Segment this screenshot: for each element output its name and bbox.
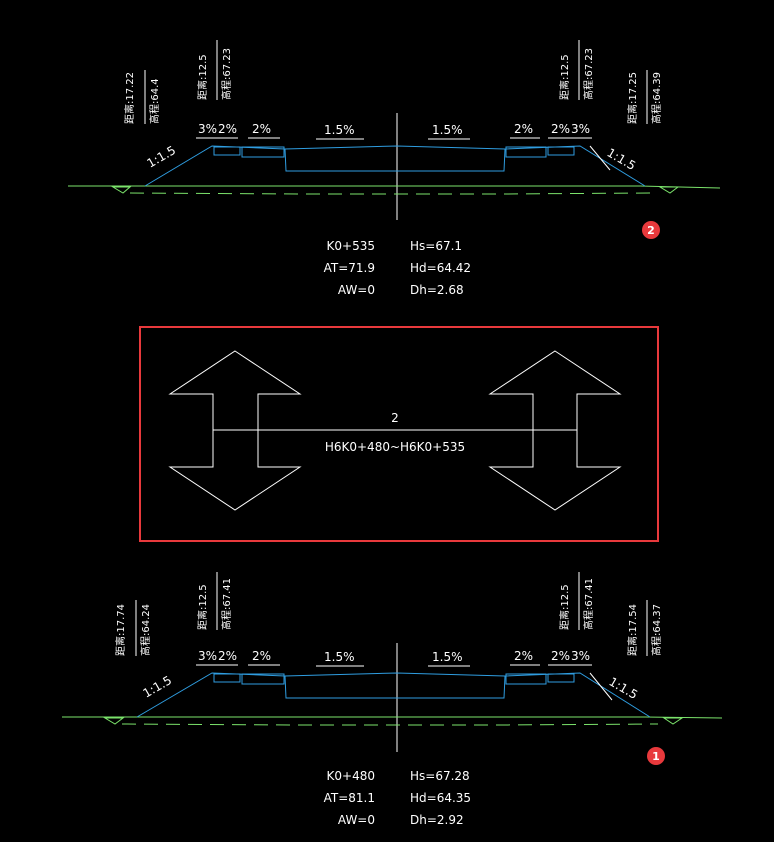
top-slope-5: 1.5%: [432, 123, 463, 137]
bottom-ditch-right: [662, 717, 684, 725]
bottom-slope-5: 1.5%: [432, 650, 463, 664]
bottom-road-base: [284, 675, 506, 699]
top-curb-left: [213, 146, 241, 156]
top-station: K0+535: [327, 239, 375, 253]
bottom-slope-2: 2%: [218, 649, 237, 663]
top-hd: Hd=64.42: [410, 261, 471, 275]
bottom-station: K0+480: [327, 769, 375, 783]
bottom-road-surface: [136, 672, 651, 718]
top-ditch-left: [111, 186, 132, 194]
top-slope-3: 2%: [252, 122, 271, 136]
top-right-inner-dist: 距离:12.5: [558, 54, 571, 100]
top-right-outer-dist: 距离:17.25: [626, 72, 639, 124]
top-slope-1: 3%: [198, 122, 217, 136]
bottom-ditch-left: [103, 717, 125, 725]
top-hs: Hs=67.1: [410, 239, 462, 253]
top-aw: AW=0: [338, 283, 375, 297]
bottom-left-inner-dist: 距离:12.5: [196, 584, 209, 630]
top-right-outer-elev: 高程:64.39: [650, 72, 663, 124]
top-ground-dashed: [129, 192, 651, 195]
top-road-base: [284, 148, 506, 172]
bottom-ground-dashed: [121, 723, 659, 726]
top-sidewalk-left: [241, 146, 285, 158]
top-right-inner-elev: 高程:67.23: [582, 48, 595, 100]
bottom-hs: Hs=67.28: [410, 769, 470, 783]
bottom-cross-section: 3% 2% 2% 1.5% 1.5% 2% 2% 3% 1:1.5 1:1.5 …: [62, 572, 723, 827]
bottom-aw: AW=0: [338, 813, 375, 827]
bottom-curb-left: [213, 673, 241, 683]
bottom-sidewalk-left: [241, 673, 285, 685]
bottom-slope-8: 3%: [571, 649, 590, 663]
bottom-right-outer-dist: 距离:17.54: [626, 604, 639, 656]
range-number: 2: [391, 411, 399, 425]
bottom-curb-right: [547, 673, 575, 683]
bottom-at: AT=81.1: [324, 791, 375, 805]
top-side-slope-left: 1:1.5: [145, 143, 179, 171]
bottom-sidewalk-right: [505, 673, 547, 685]
top-slope-8: 3%: [571, 122, 590, 136]
bottom-slope-7: 2%: [551, 649, 570, 663]
bottom-side-slope-right: 1:1.5: [607, 674, 641, 702]
bottom-slope-3: 2%: [252, 649, 271, 663]
top-dh: Dh=2.68: [410, 283, 464, 297]
bottom-left-inner-elev: 高程:67.41: [220, 578, 233, 630]
range-label: H6K0+480~H6K0+535: [325, 440, 465, 454]
top-cross-section: 3% 2% 2% 1.5% 1.5% 2% 2% 3% 1:1.5 1:1.5 …: [68, 40, 721, 297]
top-left-inner-dist: 距离:12.5: [196, 54, 209, 100]
bottom-slope-6: 2%: [514, 649, 533, 663]
top-curb-right: [547, 146, 575, 156]
bottom-ground-line: [62, 716, 723, 719]
bottom-side-slope-left: 1:1.5: [141, 673, 175, 701]
top-badge-label: 2: [647, 224, 655, 237]
top-slope-6: 2%: [514, 122, 533, 136]
bottom-slope-right-tick: [589, 672, 613, 701]
range-highlight-box[interactable]: [139, 326, 659, 542]
bottom-dh: Dh=2.92: [410, 813, 464, 827]
top-sidewalk-right: [505, 146, 547, 158]
bottom-right-inner-elev: 高程:67.41: [582, 578, 595, 630]
bottom-slope-underlines: [196, 664, 592, 667]
top-slope-4: 1.5%: [324, 123, 355, 137]
bottom-right-inner-dist: 距离:12.5: [558, 584, 571, 630]
top-left-inner-elev: 高程:67.23: [220, 48, 233, 100]
top-left-outer-dist: 距离:17.22: [123, 72, 136, 124]
range-panel[interactable]: 2 H6K0+480~H6K0+535: [139, 326, 659, 542]
top-badge[interactable]: [642, 221, 660, 239]
top-ditch-right: [658, 186, 680, 194]
bottom-badge[interactable]: [647, 747, 665, 765]
bottom-slope-1: 3%: [198, 649, 217, 663]
top-at: AT=71.9: [324, 261, 375, 275]
top-slope-underlines: [196, 137, 592, 140]
top-road-surface: [144, 145, 646, 187]
bottom-right-outer-elev: 高程:64.37: [650, 604, 663, 656]
top-left-outer-elev: 高程:64.4: [148, 78, 161, 124]
bottom-hd: Hd=64.35: [410, 791, 471, 805]
bottom-left-outer-elev: 高程:64.24: [139, 604, 152, 656]
top-slope-2: 2%: [218, 122, 237, 136]
top-ground-line: [68, 185, 721, 189]
bottom-left-outer-dist: 距离:17.74: [114, 604, 127, 656]
top-slope-right-tick: [589, 145, 611, 171]
bottom-badge-label: 1: [652, 750, 660, 763]
right-double-arrow-icon: [488, 350, 622, 511]
bottom-slope-4: 1.5%: [324, 650, 355, 664]
left-double-arrow-icon: [168, 350, 302, 511]
top-slope-7: 2%: [551, 122, 570, 136]
